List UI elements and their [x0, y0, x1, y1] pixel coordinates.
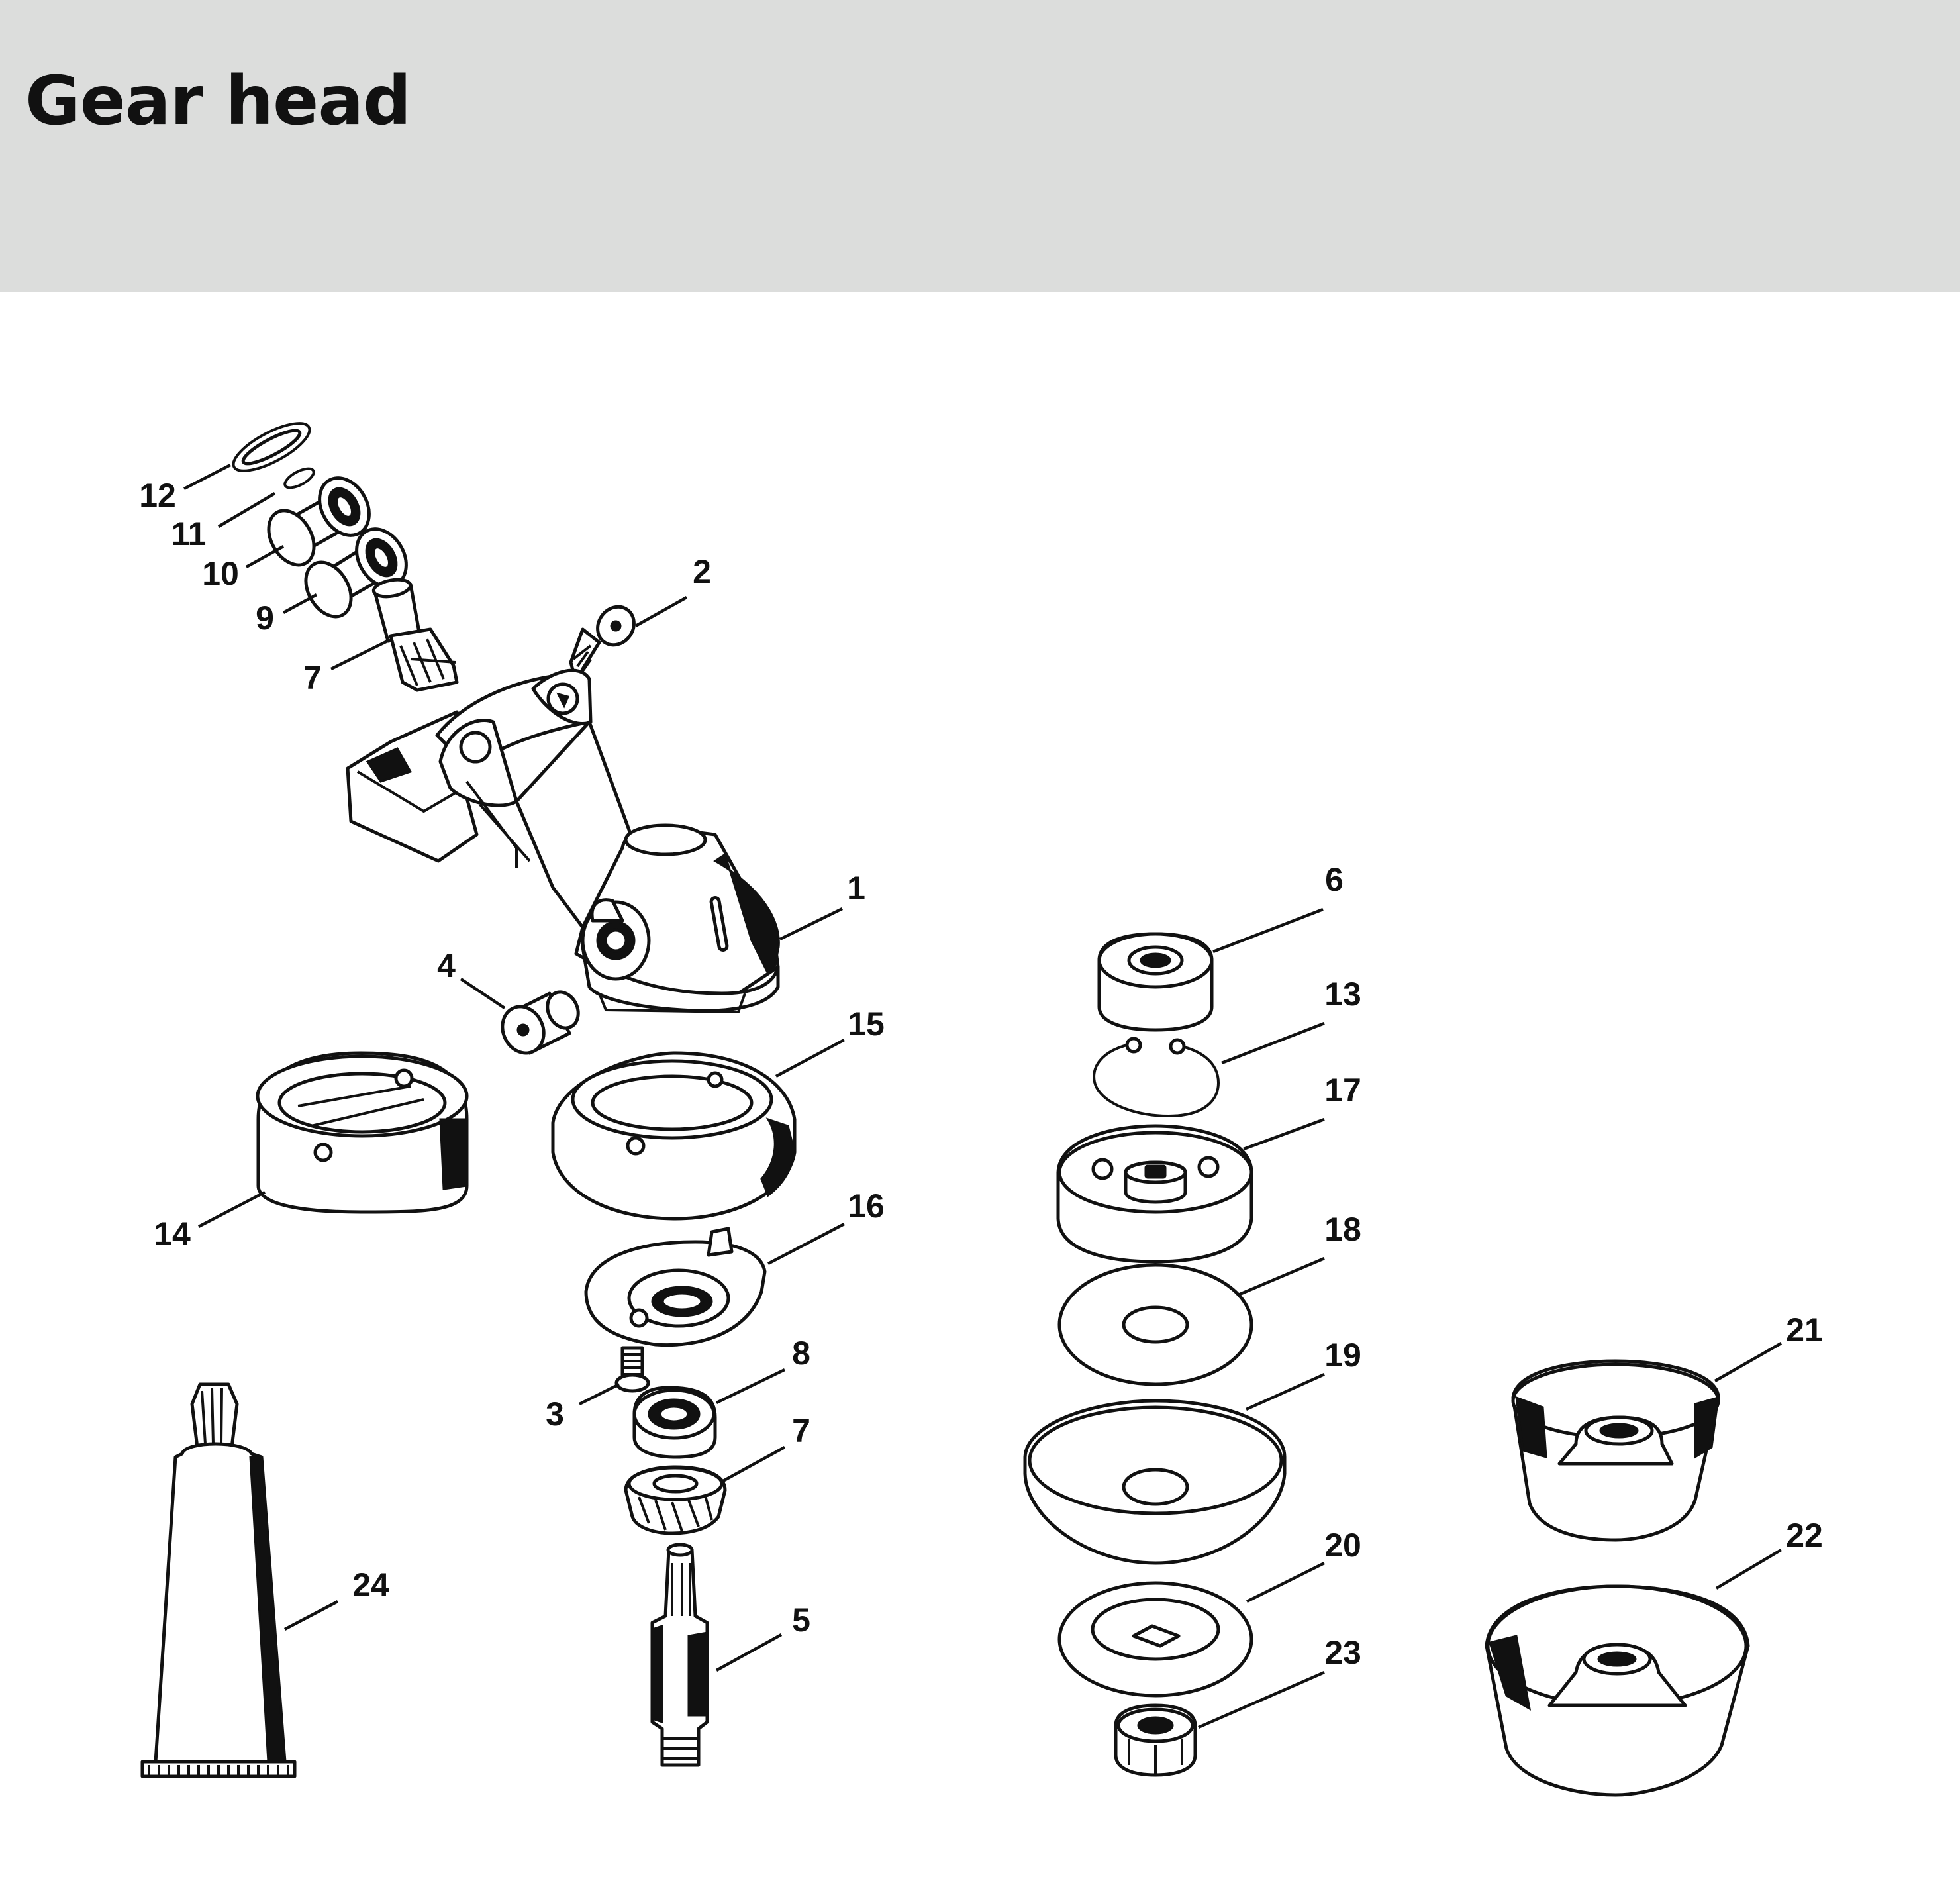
leader-5: [715, 1633, 783, 1672]
leader-17: [1243, 1117, 1325, 1151]
page-title: Gear head: [25, 62, 411, 140]
part-label-23: 23: [1324, 1634, 1361, 1671]
part-label-1: 1: [847, 870, 865, 907]
part-label-24: 24: [352, 1566, 389, 1603]
part-label-6: 6: [1325, 861, 1344, 898]
part-label-15: 15: [848, 1005, 885, 1042]
part-label-2: 2: [693, 553, 711, 590]
grease-tube-24-drawing: [140, 1382, 297, 1778]
leader-18: [1238, 1256, 1325, 1297]
part-label-21: 21: [1786, 1311, 1823, 1348]
leader-8: [716, 1368, 785, 1405]
thrust-plate-17-drawing: [1056, 1124, 1253, 1264]
part-label-19: 19: [1324, 1337, 1361, 1374]
leader-1: [779, 907, 843, 941]
bearing-9-drawing: [304, 527, 408, 619]
part-labels: 1 2 3 4 5 6 7 7 8 9 10 11 12 13 14 15 16…: [139, 477, 1823, 1671]
leader-14: [197, 1191, 266, 1228]
screw-2-drawing: [569, 605, 636, 684]
leader-13: [1221, 1021, 1325, 1065]
thrust-plate-20-drawing: [1057, 1581, 1253, 1698]
page-header: Gear head: [0, 0, 1960, 292]
cup-22-drawing: [1485, 1584, 1750, 1797]
leader-15: [775, 1039, 846, 1078]
leader-22: [1715, 1549, 1783, 1590]
leader-7-upper: [330, 639, 388, 671]
gear-housing-1-drawing: [346, 668, 780, 1014]
ring-11-drawing: [283, 467, 315, 489]
part-label-11: 11: [172, 515, 207, 552]
disc-18-drawing: [1057, 1263, 1253, 1386]
part-label-7-lower: 7: [792, 1412, 810, 1449]
leader-lines: [183, 463, 1783, 1729]
circlip-13-drawing: [1093, 1037, 1220, 1118]
part-label-5: 5: [792, 1601, 810, 1639]
part-label-13: 13: [1324, 976, 1361, 1013]
nut-23-drawing: [1114, 1703, 1197, 1777]
leader-9: [282, 593, 318, 614]
leader-3: [578, 1382, 620, 1406]
part-label-7-upper: 7: [303, 659, 322, 696]
thrust-plate-16-drawing: [584, 1227, 767, 1347]
part-label-20: 20: [1324, 1527, 1361, 1564]
part-label-10: 10: [202, 555, 239, 592]
plug-4-drawing: [501, 990, 580, 1055]
circlip-12-drawing: [232, 422, 311, 472]
part-label-3: 3: [546, 1396, 564, 1433]
leader-7-lower: [722, 1446, 786, 1482]
bearing-6-drawing: [1097, 932, 1214, 1032]
spindle-5-drawing: [650, 1543, 709, 1767]
leader-21: [1714, 1342, 1783, 1382]
part-label-22: 22: [1786, 1517, 1823, 1554]
cup-21-drawing: [1511, 1359, 1720, 1542]
part-label-9: 9: [256, 599, 274, 636]
leader-12: [183, 463, 232, 491]
part-label-8: 8: [792, 1335, 810, 1372]
leader-2: [634, 596, 688, 627]
bearing-8-drawing: [632, 1386, 717, 1459]
bearing-10-drawing: [267, 476, 371, 567]
leader-20: [1246, 1561, 1325, 1603]
part-label-17: 17: [1324, 1072, 1361, 1109]
leader-24: [283, 1600, 339, 1631]
leader-19: [1246, 1372, 1325, 1411]
leader-16: [767, 1223, 846, 1265]
screw-3-drawing: [614, 1346, 650, 1393]
ring-15-drawing: [551, 1051, 797, 1221]
ring-14-drawing: [256, 1051, 469, 1214]
part-label-4: 4: [437, 947, 456, 984]
part-label-16: 16: [848, 1188, 885, 1225]
leader-11: [217, 492, 276, 528]
leader-23: [1198, 1670, 1325, 1729]
leader-6: [1212, 907, 1324, 954]
disc-19-drawing: [1023, 1399, 1287, 1565]
leader-10: [245, 545, 285, 568]
bevel-gear-7-lower-drawing: [624, 1465, 727, 1535]
part-label-18: 18: [1324, 1211, 1361, 1248]
part-label-12: 12: [139, 477, 176, 514]
pinion-7-upper-drawing: [371, 578, 459, 692]
leader-4: [460, 978, 506, 1009]
part-label-14: 14: [154, 1215, 191, 1252]
